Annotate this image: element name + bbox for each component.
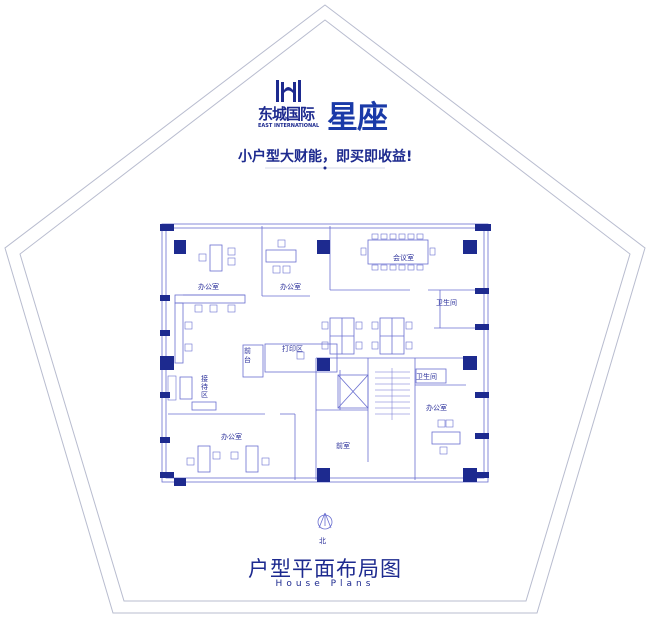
page-subtitle: House Plans	[275, 579, 375, 589]
room-label-anteroom: 前室	[336, 442, 350, 450]
north-compass-icon	[317, 512, 333, 530]
room-label-office-nw: 办公室	[198, 283, 219, 291]
logo-english-name: EAST INTERNATIONAL	[258, 123, 320, 129]
brand-name: 星座	[327, 100, 388, 136]
floor-plan	[161, 223, 489, 483]
room-label-office-se: 办公室	[426, 404, 447, 412]
room-label-wc-se: 卫生间	[416, 373, 437, 381]
room-label-office-sw: 办公室	[221, 433, 242, 441]
room-label-meeting: 会议室	[393, 254, 414, 262]
structural-columns	[160, 224, 491, 486]
room-label-print: 打印区	[282, 345, 303, 353]
outer-pentagon-frame	[4, 4, 646, 614]
room-label-reception-area: 接待区	[201, 375, 208, 399]
divider-star-icon	[323, 166, 327, 170]
room-label-office-n: 办公室	[280, 283, 301, 291]
inner-pentagon-frame	[19, 19, 631, 602]
tagline: 小户型大财能，即买即收益!	[238, 149, 413, 165]
room-label-wc-e: 卫生间	[436, 299, 457, 307]
logo-icon	[276, 80, 301, 102]
logo-chinese-name: 东城国际	[258, 105, 315, 123]
compass-north-label: 北	[319, 537, 326, 545]
page-title: 户型平面布局图	[248, 557, 402, 581]
room-label-reception-desk: 前台	[244, 347, 251, 364]
